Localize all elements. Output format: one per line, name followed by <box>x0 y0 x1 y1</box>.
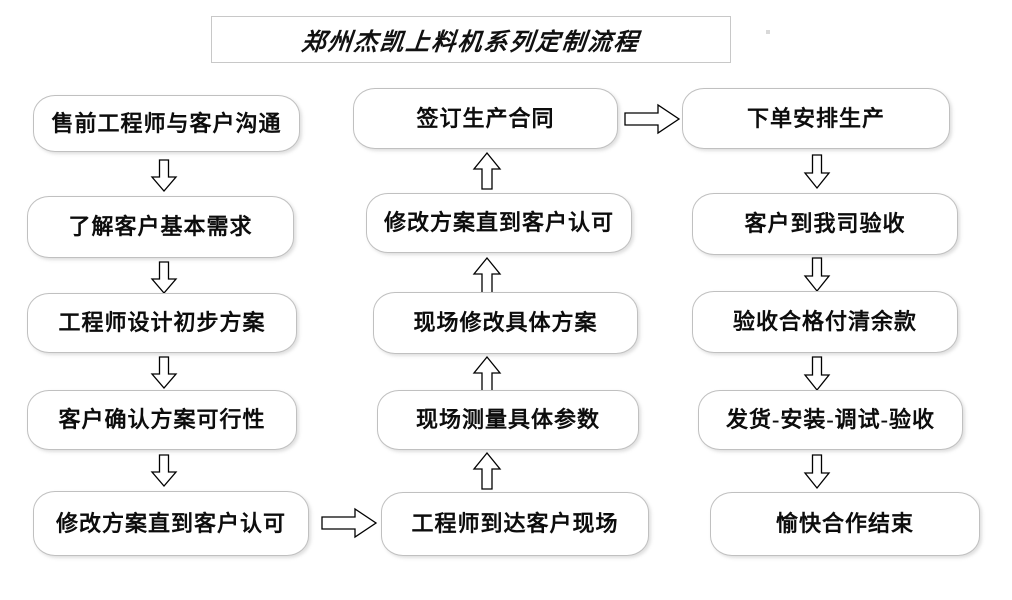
arrow-down-right-4 <box>803 454 831 490</box>
arrow-down-left-2 <box>150 261 178 294</box>
step-box-left-2[interactable]: 了解客户基本需求 <box>27 196 294 258</box>
arrow-down-right-3 <box>803 356 831 392</box>
step-box-middle-1[interactable]: 签订生产合同 <box>353 88 618 149</box>
step-box-left-4[interactable]: 客户确认方案可行性 <box>27 390 297 450</box>
arrow-up-middle-2 <box>472 256 502 295</box>
step-box-middle-4[interactable]: 现场测量具体参数 <box>377 390 639 450</box>
arrow-down-right-1 <box>803 154 831 190</box>
step-label: 修改方案直到客户认可 <box>55 510 286 536</box>
arrow-right-middle-to-right <box>624 103 681 135</box>
step-box-middle-5[interactable]: 工程师到达客户现场 <box>381 492 649 556</box>
arrow-up-middle-1 <box>472 151 502 190</box>
step-label: 愉快合作结束 <box>775 511 914 536</box>
arrow-up-middle-4 <box>472 451 502 490</box>
step-label: 修改方案直到客户认可 <box>383 210 614 235</box>
step-box-left-5[interactable]: 修改方案直到客户认可 <box>33 491 309 556</box>
step-box-right-5[interactable]: 愉快合作结束 <box>710 492 980 556</box>
step-box-middle-2[interactable]: 修改方案直到客户认可 <box>366 193 632 253</box>
step-label: 客户到我司验收 <box>744 211 906 236</box>
step-label: 发货-安装-调试-验收 <box>726 407 935 432</box>
step-label: 了解客户基本需求 <box>68 214 253 239</box>
arrow-right-left-to-middle <box>321 507 378 539</box>
step-box-right-1[interactable]: 下单安排生产 <box>682 88 950 149</box>
step-label: 工程师到达客户现场 <box>411 511 619 536</box>
step-label: 现场修改具体方案 <box>413 310 598 335</box>
step-box-right-4[interactable]: 发货-安装-调试-验收 <box>698 390 963 450</box>
step-label: 现场测量具体参数 <box>415 407 600 432</box>
step-box-left-3[interactable]: 工程师设计初步方案 <box>27 293 297 353</box>
arrow-down-left-4 <box>150 454 178 487</box>
step-label: 下单安排生产 <box>746 105 885 131</box>
step-box-middle-3[interactable]: 现场修改具体方案 <box>373 292 638 354</box>
chart-title: 郑州杰凯上料机系列定制流程 <box>300 30 641 56</box>
decorative-dot <box>766 30 770 34</box>
chart-title-box: 郑州杰凯上料机系列定制流程 <box>211 16 731 63</box>
step-label: 工程师设计初步方案 <box>58 310 266 335</box>
arrow-up-middle-3 <box>472 355 502 394</box>
step-label: 售前工程师与客户沟通 <box>51 110 282 136</box>
step-box-left-1[interactable]: 售前工程师与客户沟通 <box>33 95 300 152</box>
step-box-right-3[interactable]: 验收合格付清余款 <box>692 291 958 353</box>
step-label: 签订生产合同 <box>416 105 555 131</box>
arrow-down-right-2 <box>803 257 831 293</box>
arrow-down-left-1 <box>150 159 178 192</box>
arrow-down-left-3 <box>150 356 178 389</box>
step-label: 验收合格付清余款 <box>732 309 917 334</box>
step-box-right-2[interactable]: 客户到我司验收 <box>692 193 958 255</box>
step-label: 客户确认方案可行性 <box>58 407 266 432</box>
